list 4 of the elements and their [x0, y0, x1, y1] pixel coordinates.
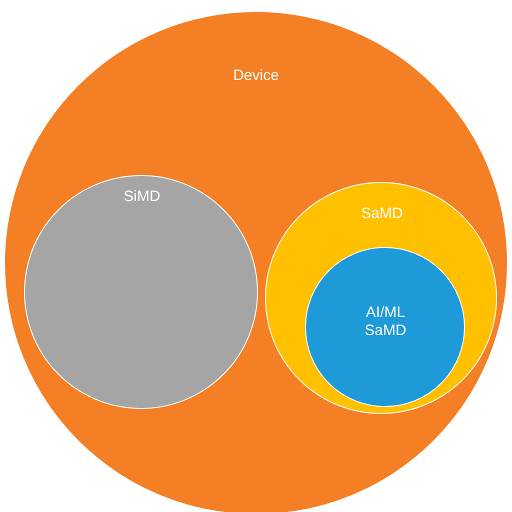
set-label: AI/ML SaMD	[364, 304, 408, 340]
set-label: SiMD	[122, 188, 162, 206]
set-label: Device	[232, 67, 280, 85]
set-label: SaMD	[360, 205, 404, 223]
